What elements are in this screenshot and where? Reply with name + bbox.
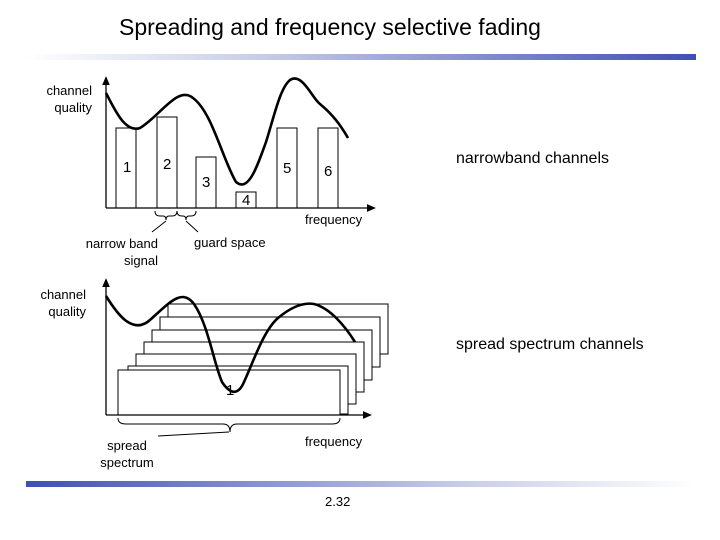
spread-quality-curve — [104, 295, 357, 394]
spread-spectrum-pointer — [157, 431, 230, 437]
narrow-band-signal-pointer — [151, 220, 167, 233]
narrowband-quality-curve — [104, 77, 350, 186]
spread-x-axis-label: frequency — [305, 434, 363, 449]
narrowband-diagram — [102, 76, 376, 233]
narrowband-channel-4-label: 4 — [242, 192, 251, 209]
spread-spectrum-brace — [117, 417, 341, 433]
narrowband-channel-3-label: 3 — [202, 174, 211, 191]
guard-space-label: guard space — [194, 235, 266, 250]
top-divider — [26, 54, 696, 60]
spread-channel-label: 1 — [226, 382, 235, 399]
page-number: 2.32 — [325, 494, 351, 509]
narrow-band-signal-brace — [154, 210, 178, 221]
narrow-band-signal-label: narrow band signal — [85, 236, 158, 268]
spread-y-axis-label: channel quality — [40, 287, 86, 319]
narrowband-channel-1-label: 1 — [123, 159, 132, 176]
narrowband-x-axis-label: frequency — [305, 212, 363, 227]
slide-title: Spreading and frequency selective fading — [119, 14, 541, 40]
spread-section-label: spread spectrum channels — [456, 336, 644, 353]
guard-space-pointer — [185, 220, 199, 233]
guard-space-brace — [176, 210, 197, 221]
narrowband-section-label: narrowband channels — [456, 150, 609, 167]
narrowband-channel-6-label: 6 — [324, 163, 333, 180]
spread-channel-layer-1 — [117, 369, 341, 416]
narrowband-channel-2-label: 2 — [163, 156, 172, 173]
spread-diagram — [102, 278, 389, 437]
spread-spectrum-label: spread spectrum — [100, 438, 154, 470]
narrowband-y-axis-label: channel quality — [46, 83, 92, 115]
bottom-divider — [26, 481, 696, 487]
narrowband-channel-5-label: 5 — [283, 160, 292, 177]
